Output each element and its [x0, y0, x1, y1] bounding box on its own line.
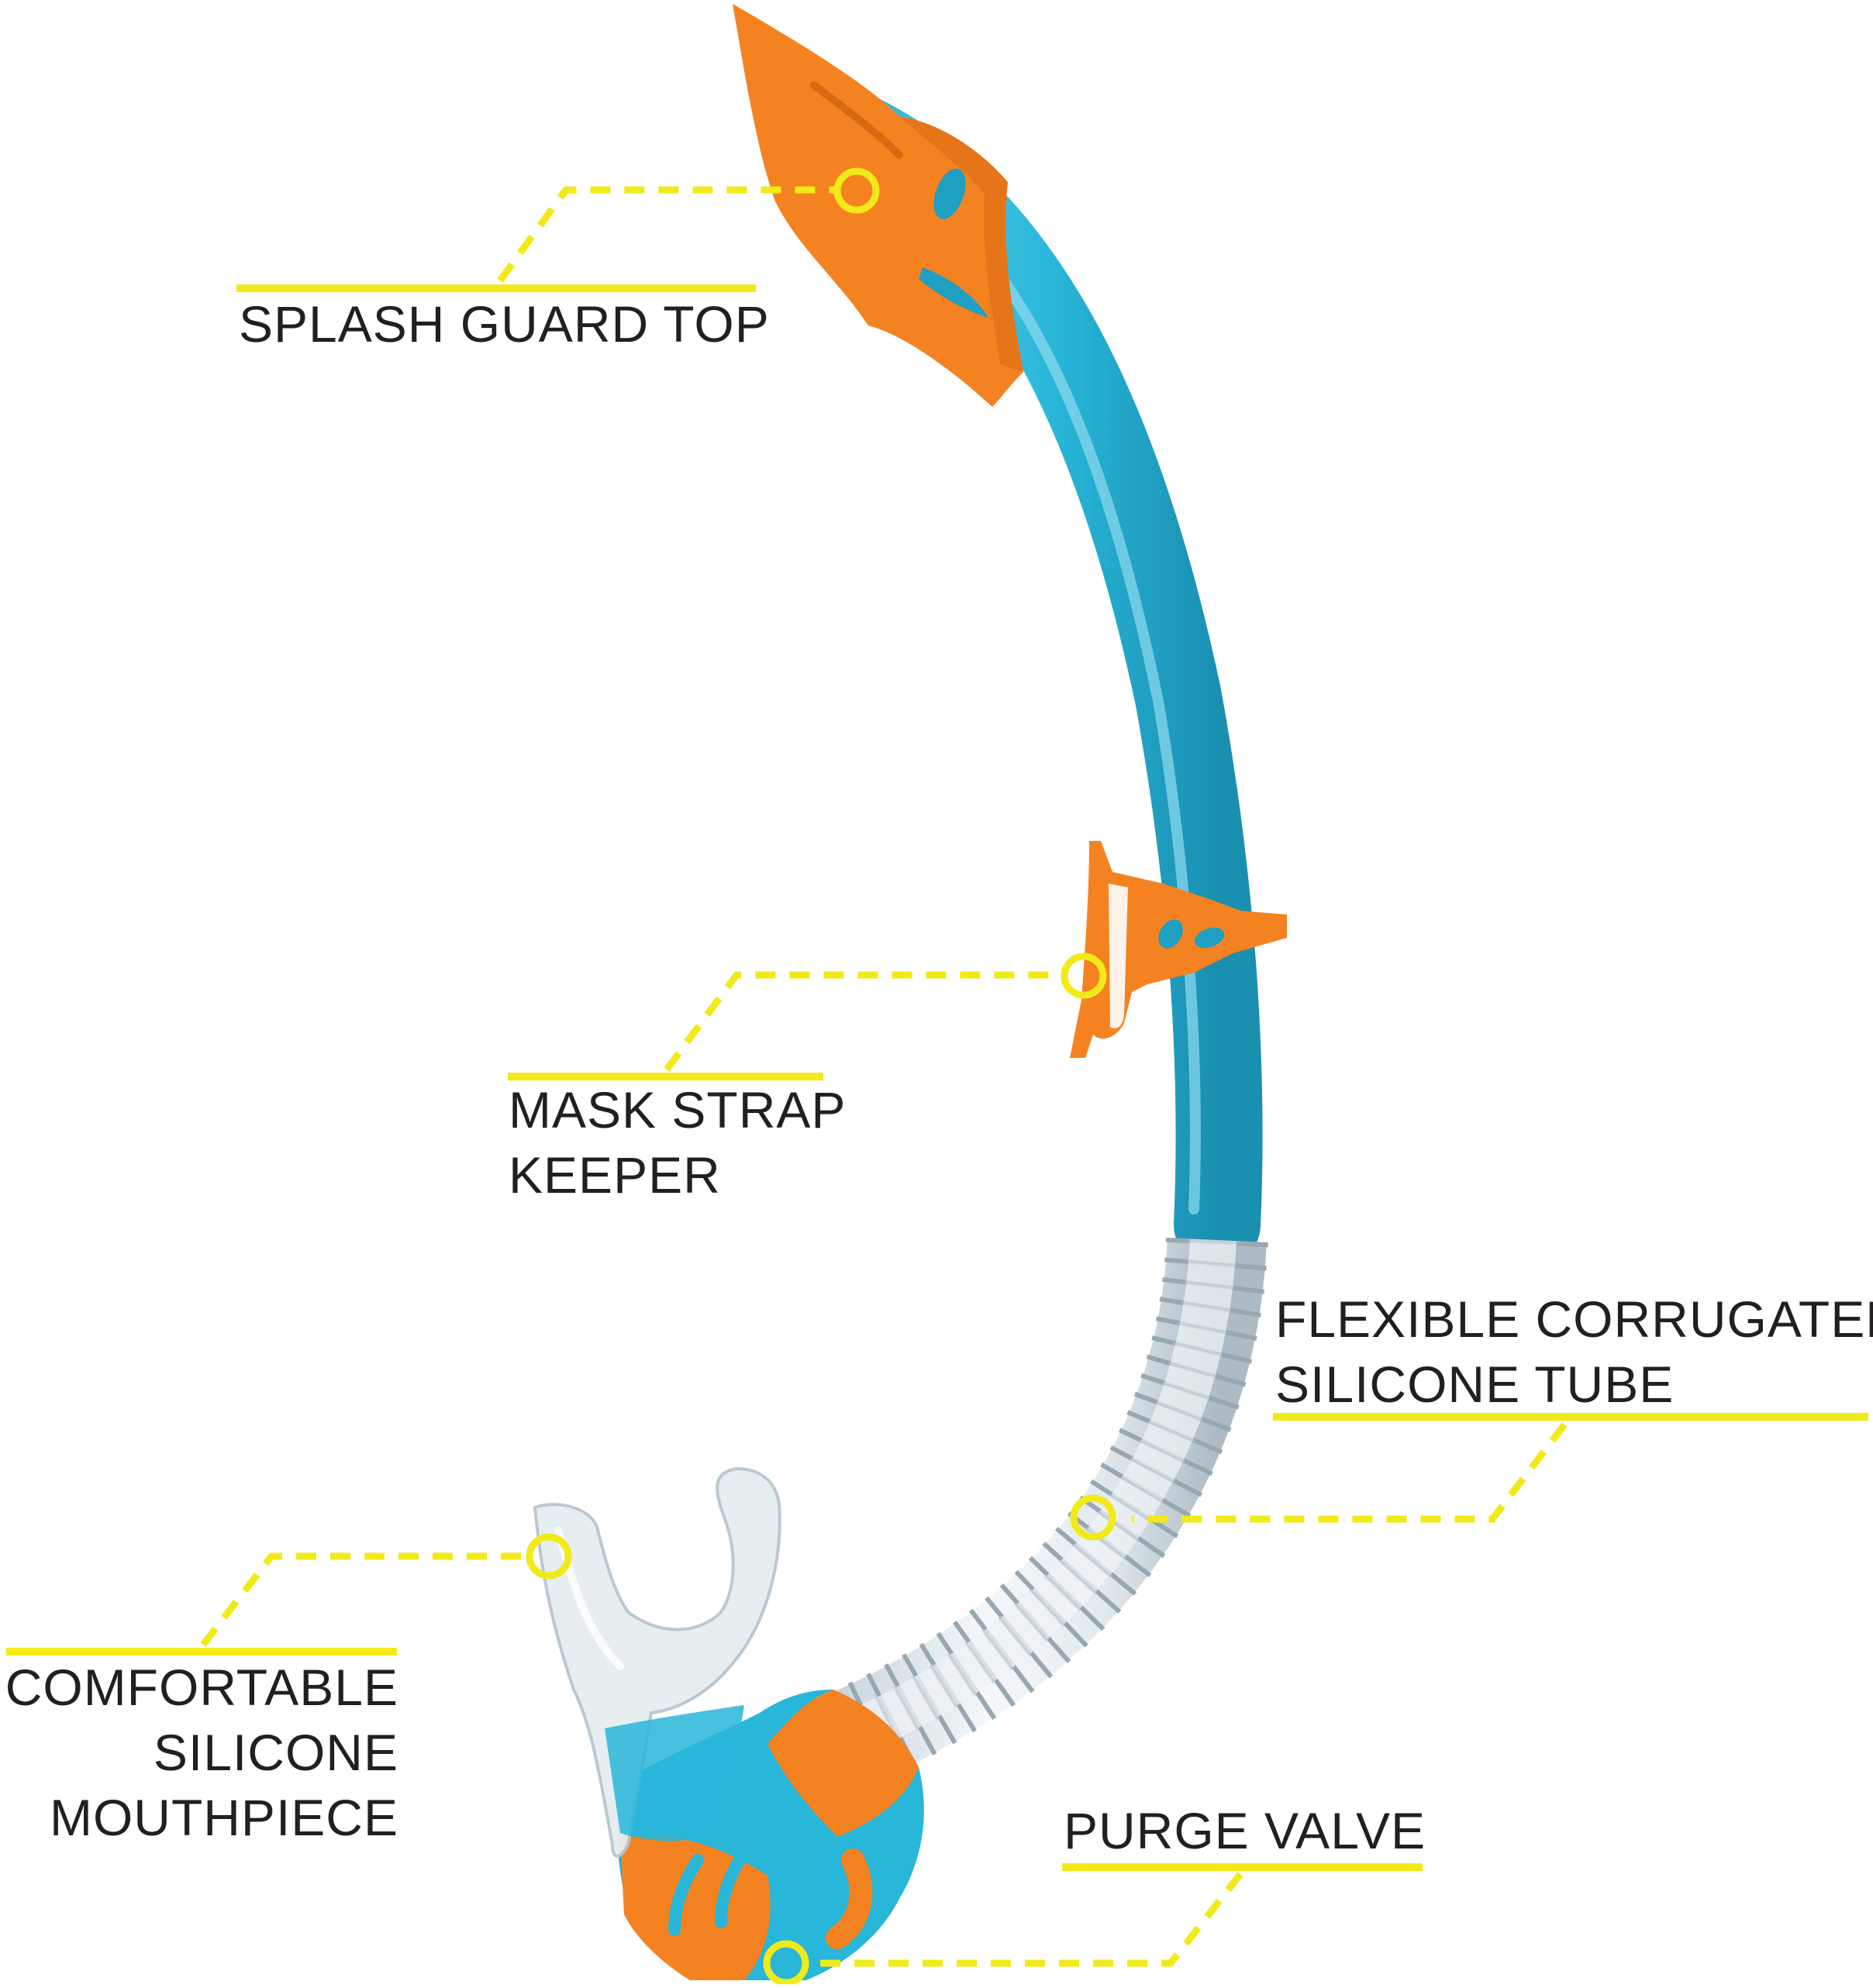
- label-mouthpiece: COMFORTABLE SILICONE MOUTHPIECE: [5, 1655, 398, 1850]
- label-purge-valve: PURGE VALVE: [1064, 1798, 1426, 1863]
- label-line: KEEPER: [509, 1146, 721, 1204]
- hotspot-mask-strap: [1061, 953, 1107, 999]
- label-line: SILICONE TUBE: [1275, 1356, 1675, 1413]
- corrugated-core: [828, 1239, 1237, 1762]
- hotspot-mouthpiece: [526, 1533, 572, 1580]
- label-line: COMFORTABLE: [5, 1659, 398, 1716]
- label-splash-guard-top: SPLASH GUARD TOP: [239, 291, 770, 357]
- label-line: SPLASH GUARD TOP: [239, 295, 770, 353]
- splash-guard-top: [733, 4, 1023, 407]
- hotspot-corrugated: [1070, 1494, 1116, 1541]
- hotspot-purge-valve: [763, 1940, 809, 1986]
- mask-strap-keeper: [1070, 841, 1287, 1058]
- callout-purge-valve: [763, 1863, 1423, 1986]
- callout-mask-strap: [508, 953, 1107, 1080]
- hotspot-splash-guard: [833, 167, 880, 214]
- callout-mouthpiece: [6, 1533, 572, 1656]
- callout-corrugated: [1070, 1413, 1868, 1541]
- label-line: MOUTHPIECE: [49, 1789, 398, 1846]
- silicone-mouthpiece: [533, 1466, 781, 1858]
- label-line: MASK STRAP: [509, 1081, 847, 1139]
- label-line: PURGE VALVE: [1064, 1802, 1426, 1859]
- label-line: SILICONE: [153, 1724, 398, 1781]
- label-corrugated-tube: FLEXIBLE CORRUGATED SILICONE TUBE: [1275, 1287, 1873, 1417]
- label-mask-strap-keeper: MASK STRAP KEEPER: [509, 1077, 846, 1208]
- callout-splash-guard: [236, 167, 880, 292]
- label-line: FLEXIBLE CORRUGATED: [1275, 1290, 1873, 1348]
